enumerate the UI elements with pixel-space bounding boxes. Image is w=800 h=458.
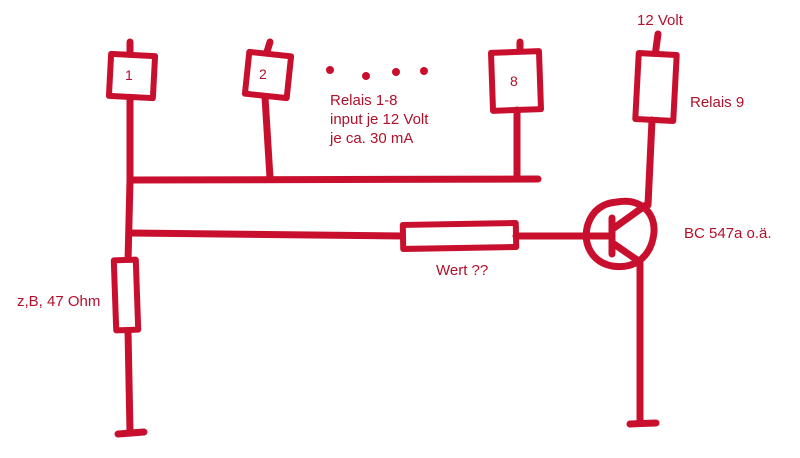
transistor-label: BC 547a o.ä. — [684, 225, 772, 242]
ellipsis-dots — [326, 66, 428, 80]
relay-2-number: 2 — [259, 66, 267, 82]
relay-group-label-line3: je ca. 30 mA — [329, 130, 413, 147]
relay9-label: Relais 9 — [690, 94, 744, 111]
base-resistor-label: Wert ?? — [436, 262, 488, 279]
relay-bus — [126, 175, 542, 184]
relay-group-label-line1: Relais 1-8 — [330, 92, 398, 109]
relay-9 — [632, 30, 680, 209]
relay-group-label-line2: input je 12 Volt — [330, 111, 429, 128]
relay-2: 2 — [241, 38, 295, 102]
base-resistor — [399, 220, 520, 252]
relay-1-number: 1 — [125, 67, 133, 83]
ground-right — [626, 419, 660, 428]
relay-1: 1 — [105, 38, 159, 102]
ground-left — [114, 428, 148, 438]
relay-8-number: 8 — [510, 73, 518, 89]
relay-8: 8 — [488, 38, 544, 114]
shunt-resistor-label: z,B, 47 Ohm — [17, 293, 100, 310]
transistor-bc547 — [581, 197, 658, 271]
left-rail-upper — [124, 176, 134, 266]
base-wire-left — [126, 229, 407, 240]
supply-label: 12 Volt — [637, 12, 684, 29]
left-rail-lower — [124, 326, 134, 436]
relay-wires — [126, 93, 521, 184]
shunt-resistor — [110, 256, 142, 334]
